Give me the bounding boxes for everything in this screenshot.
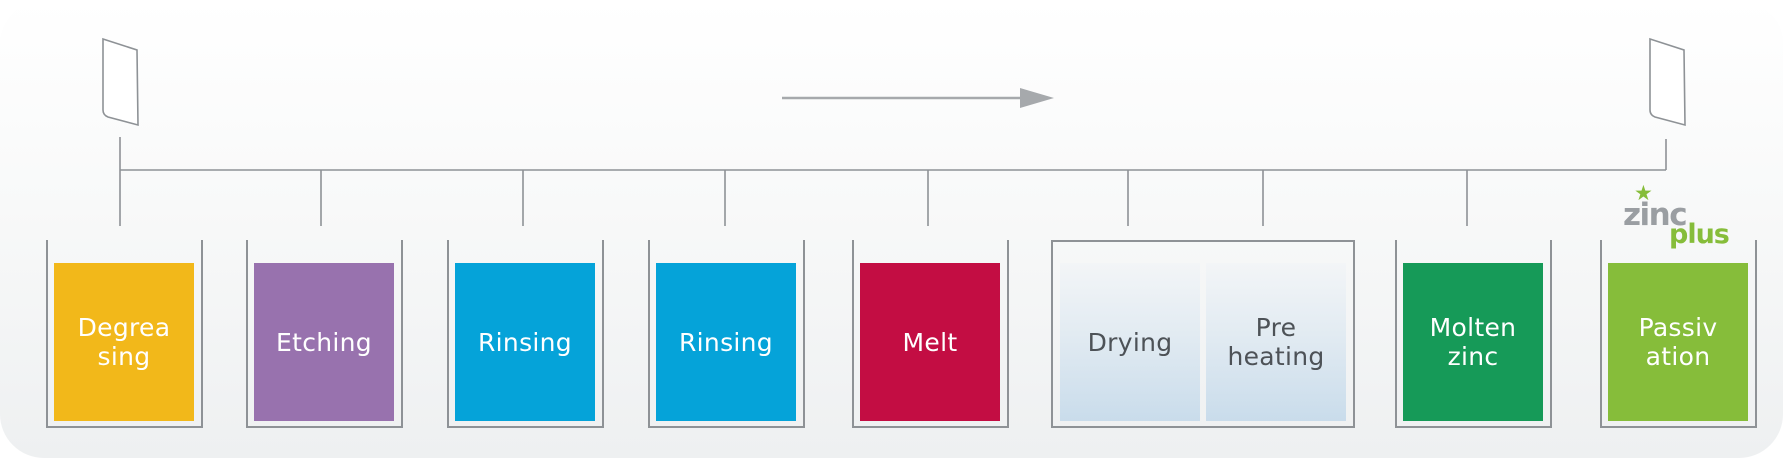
stage-label: Pre heating <box>1227 313 1325 371</box>
stage-passivation: Passiv ation <box>1608 263 1748 421</box>
tank-etching <box>246 240 403 428</box>
logo-word-zinc: zinc <box>1623 197 1688 233</box>
tank-passivation <box>1600 240 1757 428</box>
direction-arrow-head <box>1020 88 1054 108</box>
stage-label: Molten zinc <box>1429 313 1517 371</box>
stage-preheating: Pre heating <box>1206 263 1346 421</box>
stage-degreasing: Degrea sing <box>54 263 194 421</box>
stage-rinsing-1: Rinsing <box>455 263 595 421</box>
stage-label: Etching <box>276 327 372 357</box>
stage-drying: Drying <box>1060 263 1200 421</box>
stage-rinsing-2: Rinsing <box>656 263 796 421</box>
tank-rinsing-1 <box>447 240 604 428</box>
tank-degreasing <box>46 240 203 428</box>
stage-label: Rinsing <box>478 327 572 357</box>
logo-word-plus: plus <box>1669 219 1730 250</box>
workpiece-left-icon <box>102 37 139 127</box>
star-icon: ★ <box>1634 181 1653 205</box>
stage-molten-zinc: Molten zinc <box>1403 263 1543 421</box>
stage-etching: Etching <box>254 263 394 421</box>
tank-molten-zinc <box>1395 240 1552 428</box>
tank-drying-preheating <box>1051 240 1355 428</box>
stage-label: Drying <box>1087 327 1173 357</box>
stage-label: Passiv ation <box>1638 313 1718 371</box>
stage-label: Degrea sing <box>77 313 171 371</box>
zincplus-logo: ★ zinc plus <box>1620 182 1740 256</box>
stage-label: Melt <box>902 327 958 357</box>
stage-label: Rinsing <box>679 327 773 357</box>
tank-melt <box>852 240 1009 428</box>
stage-melt: Melt <box>860 263 1000 421</box>
workpiece-right-icon <box>1649 37 1686 127</box>
tank-rinsing-2 <box>648 240 805 428</box>
